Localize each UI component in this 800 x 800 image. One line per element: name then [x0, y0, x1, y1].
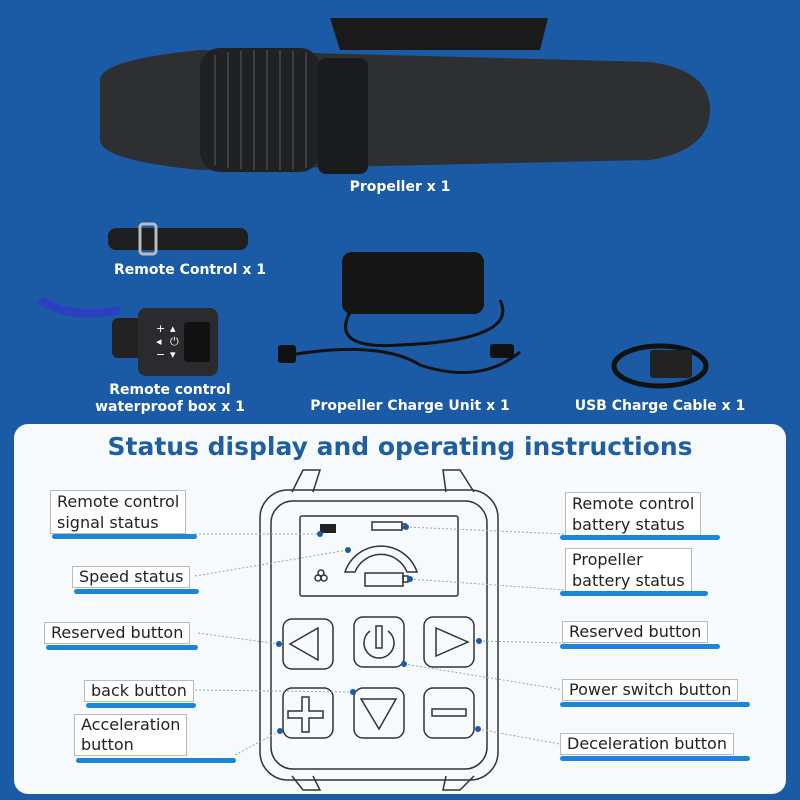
- back-button: [353, 687, 405, 739]
- power-button: [353, 616, 405, 668]
- label-reserved-left: Reserved button: [44, 622, 191, 644]
- underline-bar: [560, 756, 750, 761]
- label-pbat-line2: battery status: [572, 571, 685, 590]
- label-back-button: back button: [84, 680, 194, 702]
- reserved-left-button: [282, 618, 334, 670]
- underline-bar: [52, 534, 197, 539]
- acceleration-button: [282, 687, 334, 739]
- underline-bar: [74, 589, 199, 594]
- remote-box-image: +◂−▴⏻▾: [37, 296, 218, 376]
- label-deceleration: Deceleration button: [560, 733, 734, 755]
- charger-image: [278, 252, 521, 375]
- underline-bar: [560, 591, 708, 596]
- label-rbat-line1: Remote control: [572, 494, 695, 513]
- label-remote-battery: Remote control battery status: [565, 492, 702, 536]
- svg-text:+: +: [156, 322, 165, 335]
- label-propeller-battery: Propeller battery status: [565, 548, 692, 592]
- underline-bar: [86, 703, 196, 708]
- label-reserved-right: Reserved button: [562, 621, 709, 643]
- propeller-caption: Propeller x 1: [349, 179, 451, 195]
- deceleration-button: [423, 687, 475, 739]
- svg-text:⏻: ⏻: [170, 335, 179, 348]
- instructions-title: Status display and operating instruction…: [107, 432, 693, 461]
- underline-bar: [46, 645, 198, 650]
- label-rbat-line2: battery status: [572, 515, 685, 534]
- reserved-right-button: [423, 616, 475, 668]
- box-caption-line2: waterproof box x 1: [95, 399, 245, 415]
- underline-bar: [560, 535, 720, 540]
- remote-caption: Remote Control x 1: [114, 262, 266, 278]
- usb-cable-image: [611, 343, 709, 389]
- label-signal-line2: signal status: [57, 513, 159, 532]
- svg-text:▾: ▾: [170, 348, 176, 361]
- underline-bar: [76, 758, 236, 763]
- propeller-image: [100, 18, 710, 174]
- label-accel-line1: Acceleration: [81, 715, 181, 734]
- svg-text:◂: ◂: [156, 335, 162, 348]
- label-signal-status: Remote control signal status: [50, 490, 187, 534]
- label-power-switch: Power switch button: [562, 679, 739, 701]
- label-pbat-line1: Propeller: [572, 550, 643, 569]
- label-signal-line1: Remote control: [57, 492, 180, 511]
- svg-text:−: −: [156, 348, 165, 361]
- label-speed-status: Speed status: [72, 566, 191, 588]
- underline-bar: [560, 644, 720, 649]
- remote-control-strap-image: [108, 222, 248, 256]
- usb-caption: USB Charge Cable x 1: [574, 398, 746, 414]
- label-accel-line2: button: [81, 735, 134, 754]
- underline-bar: [560, 702, 750, 707]
- box-caption-line1: Remote control: [109, 382, 231, 398]
- svg-text:▴: ▴: [170, 322, 176, 335]
- charger-caption: Propeller Charge Unit x 1: [310, 398, 510, 414]
